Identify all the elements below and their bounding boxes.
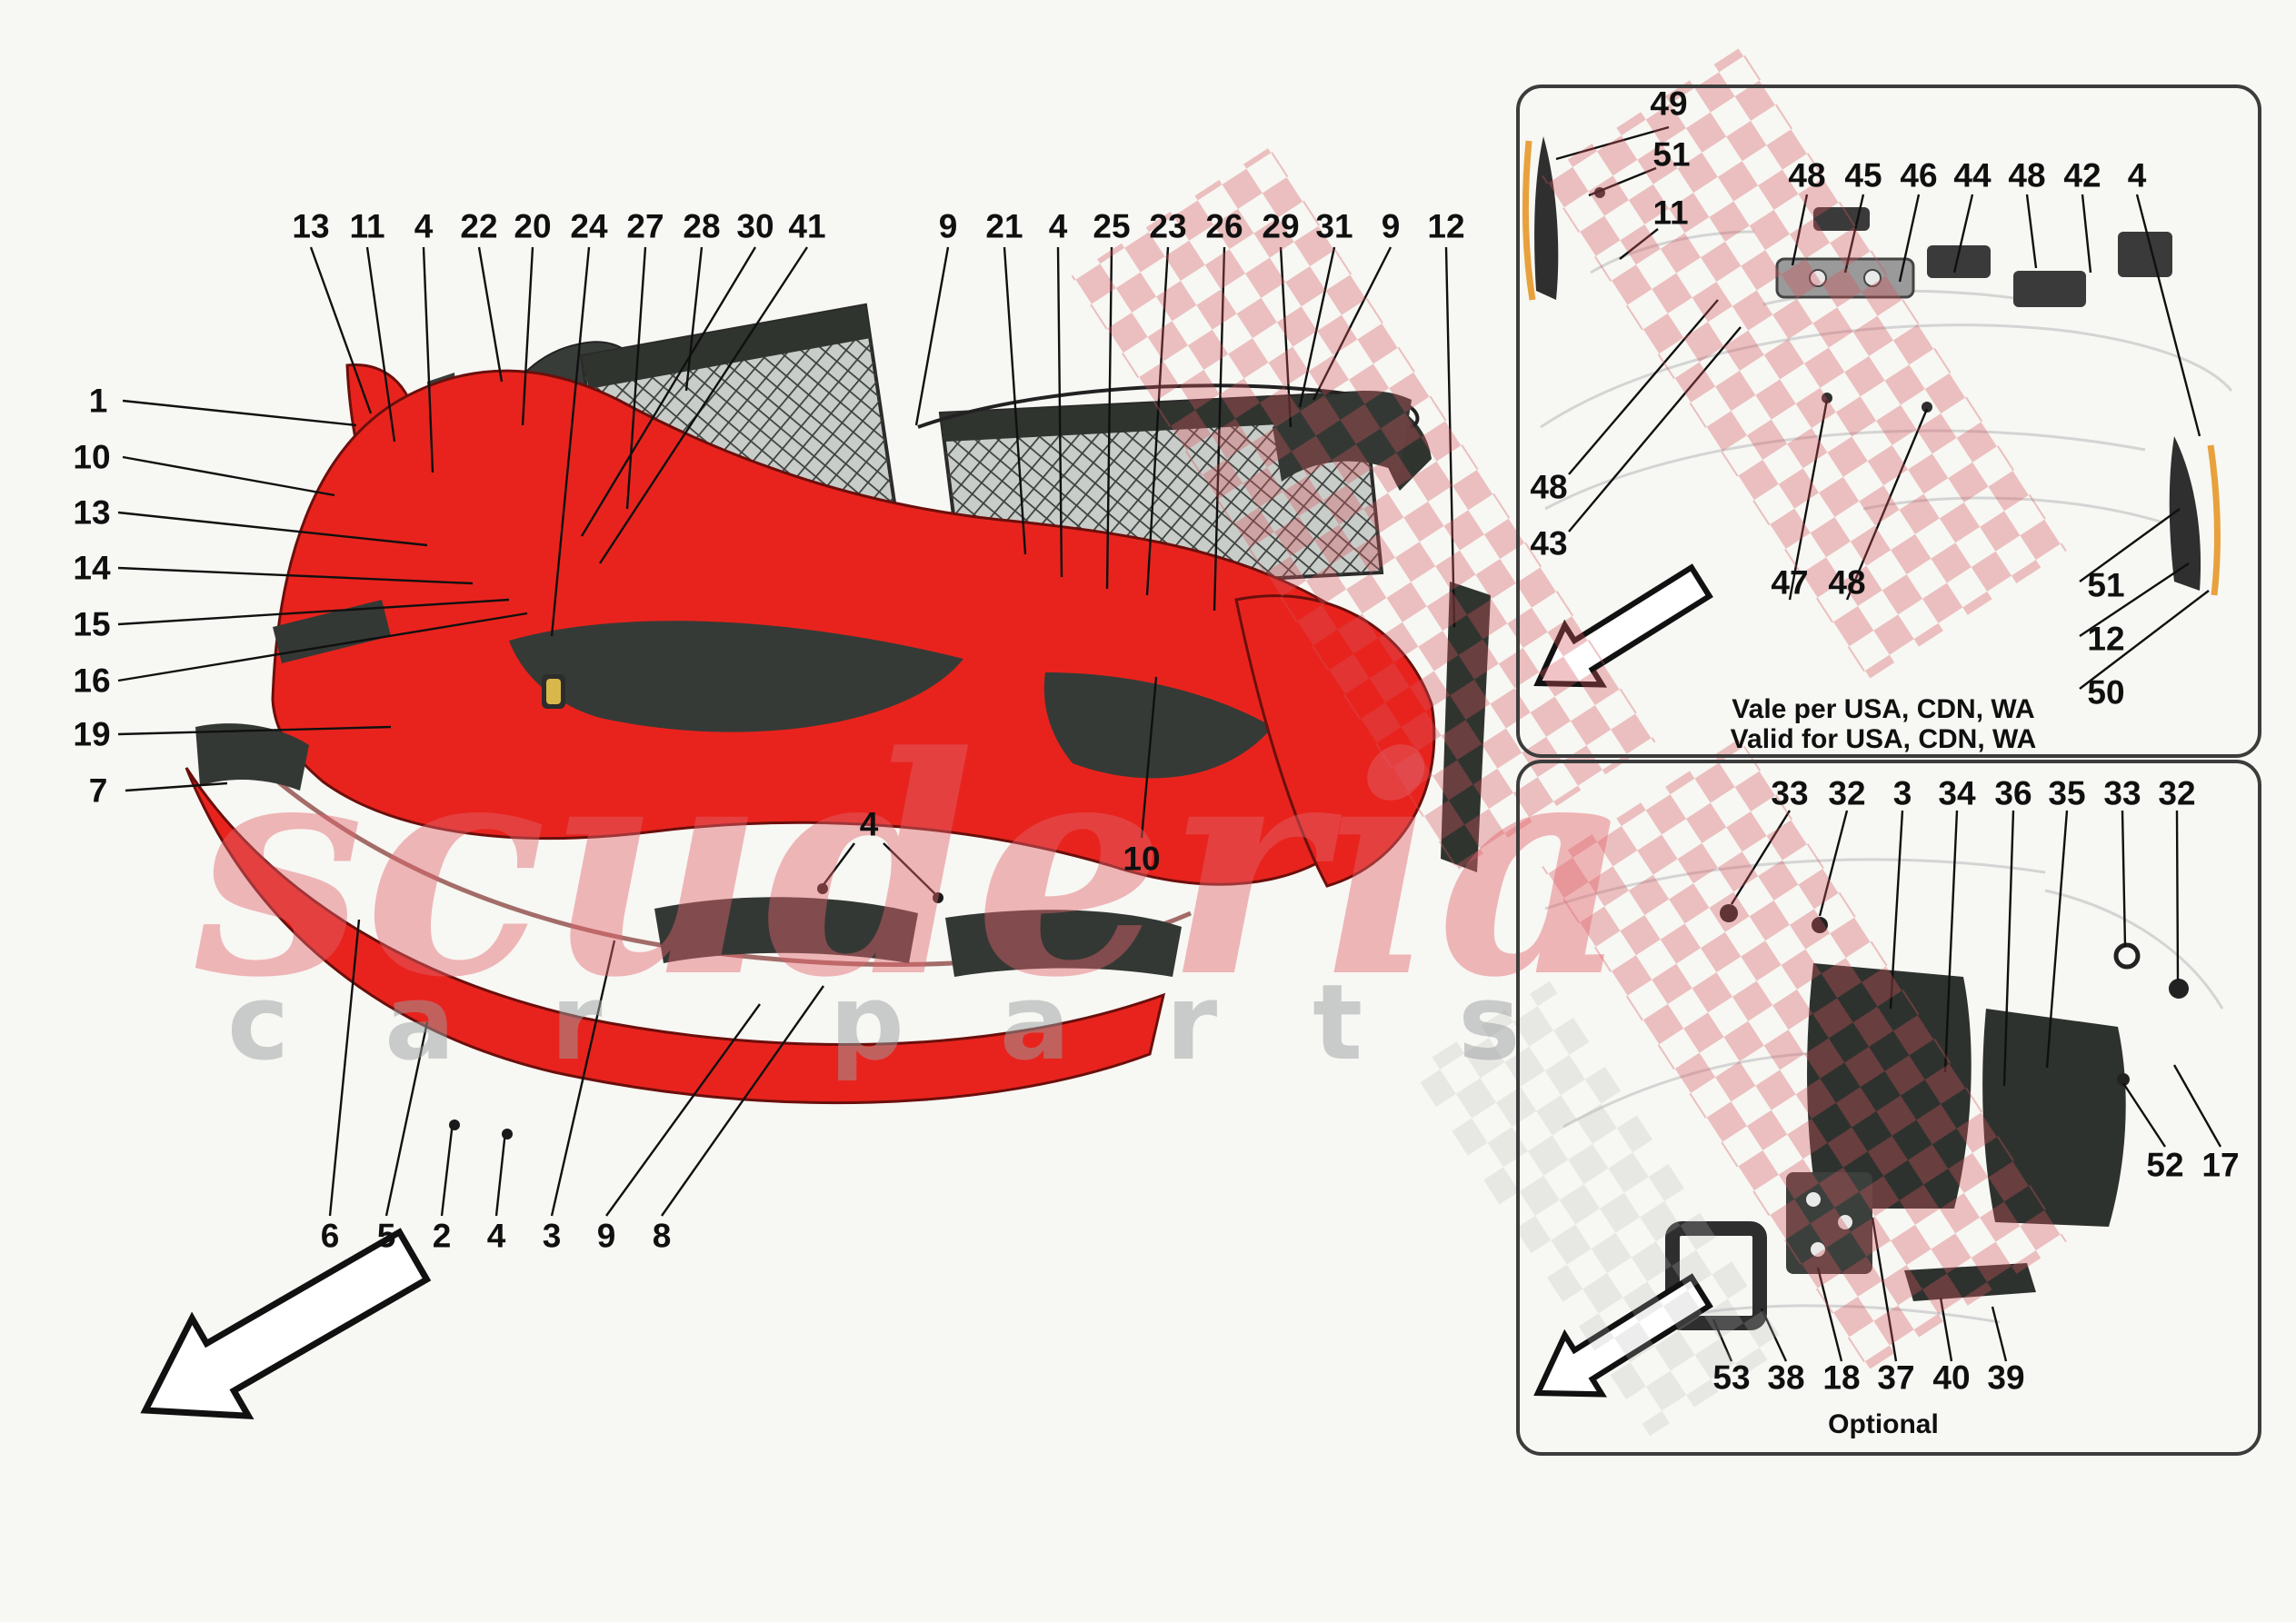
callout-23: 23 xyxy=(1149,207,1187,245)
callout-38: 38 xyxy=(1767,1358,1805,1397)
callout-15: 15 xyxy=(73,605,111,643)
callout-13: 13 xyxy=(73,493,111,532)
callout-50: 50 xyxy=(2087,673,2125,711)
callout-3: 3 xyxy=(542,1217,562,1255)
optional-caption: Optional xyxy=(1828,1409,1939,1439)
callout-35: 35 xyxy=(2048,774,2086,812)
callout-53: 53 xyxy=(1712,1358,1751,1397)
direction-arrow-icon xyxy=(140,1228,432,1420)
callout-8: 8 xyxy=(652,1217,672,1255)
callout-9: 9 xyxy=(596,1217,616,1255)
callout-36: 36 xyxy=(1994,774,2032,812)
callout-32: 32 xyxy=(2158,774,2196,812)
usa-caption-line1: Vale per USA, CDN, WA xyxy=(1732,694,2035,724)
callout-28: 28 xyxy=(683,207,721,245)
callout-12: 12 xyxy=(2087,620,2125,658)
callout-45: 45 xyxy=(1844,156,1882,194)
callout-11: 11 xyxy=(1652,194,1689,232)
callout-39: 39 xyxy=(1987,1358,2025,1397)
callout-42: 42 xyxy=(2063,156,2101,194)
callout-48: 48 xyxy=(1530,468,1568,506)
watermark-subtitle: car parts xyxy=(227,962,1616,1084)
callout-29: 29 xyxy=(1262,207,1300,245)
callout-19: 19 xyxy=(73,715,111,753)
callout-4: 4 xyxy=(414,207,434,245)
watermark-title: scuderia xyxy=(191,691,1632,1043)
callout-4: 4 xyxy=(2127,156,2147,194)
callout-10: 10 xyxy=(1123,840,1161,878)
callout-18: 18 xyxy=(1822,1358,1861,1397)
callout-49: 49 xyxy=(1650,85,1688,123)
callout-2: 2 xyxy=(432,1217,452,1255)
callout-48: 48 xyxy=(1828,563,1866,602)
callout-21: 21 xyxy=(985,207,1023,245)
usa-cdn-wa-panel xyxy=(1516,85,2261,758)
fasteners xyxy=(449,883,943,1139)
callout-5: 5 xyxy=(376,1217,396,1255)
callout-14: 14 xyxy=(73,549,111,587)
callout-4: 4 xyxy=(1048,207,1068,245)
callout-4: 4 xyxy=(859,805,879,843)
callout-10: 10 xyxy=(73,438,111,476)
callout-20: 20 xyxy=(514,207,552,245)
callout-24: 24 xyxy=(570,207,608,245)
callout-41: 41 xyxy=(788,207,826,245)
callout-30: 30 xyxy=(736,207,774,245)
callout-52: 52 xyxy=(2146,1146,2184,1184)
callout-51: 51 xyxy=(1652,135,1691,174)
callout-48: 48 xyxy=(2008,156,2046,194)
callout-47: 47 xyxy=(1771,563,1809,602)
callout-32: 32 xyxy=(1828,774,1866,812)
ferrari-badge-icon xyxy=(542,674,565,709)
watermark: scuderia car parts xyxy=(191,47,2067,1437)
callout-9: 9 xyxy=(1381,207,1401,245)
callout-37: 37 xyxy=(1877,1358,1915,1397)
callout-6: 6 xyxy=(320,1217,340,1255)
callout-7: 7 xyxy=(88,771,108,810)
callout-4: 4 xyxy=(486,1217,506,1255)
callout-3: 3 xyxy=(1892,774,1912,812)
callout-31: 31 xyxy=(1315,207,1353,245)
callout-26: 26 xyxy=(1205,207,1243,245)
callout-16: 16 xyxy=(73,662,111,700)
callout-33: 33 xyxy=(2103,774,2141,812)
callout-17: 17 xyxy=(2201,1146,2240,1184)
callout-27: 27 xyxy=(626,207,664,245)
callout-9: 9 xyxy=(938,207,958,245)
usa-caption-line2: Valid for USA, CDN, WA xyxy=(1730,724,2037,754)
callout-34: 34 xyxy=(1938,774,1976,812)
callout-44: 44 xyxy=(1953,156,1992,194)
callout-48: 48 xyxy=(1788,156,1826,194)
callout-12: 12 xyxy=(1427,207,1465,245)
callout-33: 33 xyxy=(1771,774,1809,812)
callout-46: 46 xyxy=(1900,156,1938,194)
callout-40: 40 xyxy=(1932,1358,1971,1397)
callout-13: 13 xyxy=(292,207,330,245)
callout-22: 22 xyxy=(460,207,498,245)
callout-25: 25 xyxy=(1093,207,1131,245)
callout-1: 1 xyxy=(88,382,108,420)
callout-43: 43 xyxy=(1530,524,1568,562)
callout-51: 51 xyxy=(2087,566,2125,604)
optional-panel xyxy=(1516,760,2261,1456)
callout-11: 11 xyxy=(349,207,385,245)
